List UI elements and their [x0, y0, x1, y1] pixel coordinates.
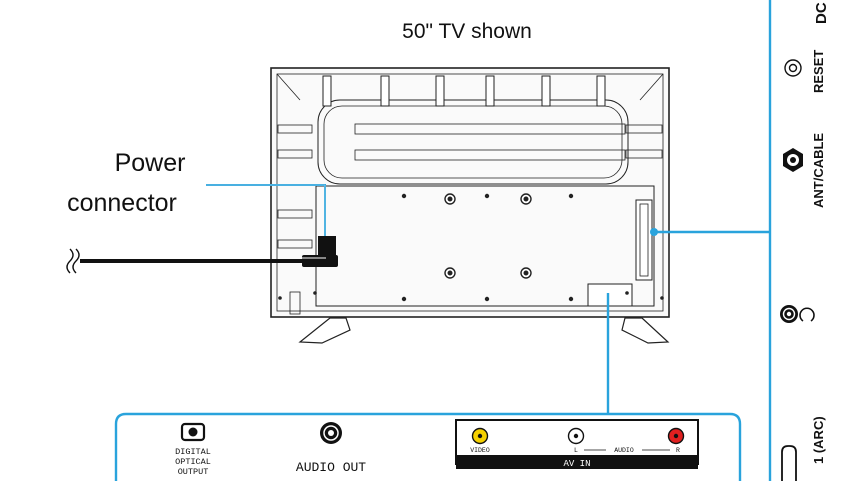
- audio-left-label: L: [574, 447, 578, 454]
- video-jack-label: VIDEO: [470, 447, 490, 454]
- audio-right-jack-icon: [667, 427, 685, 445]
- power-plug: [302, 236, 338, 267]
- callout-power-line2: connector: [67, 189, 177, 217]
- diagram-title: 50" TV shown: [402, 20, 532, 43]
- digital-optical-port-icon: [180, 422, 206, 442]
- digital-optical-label-3: OUTPUT: [178, 467, 209, 477]
- av-in-block: [455, 419, 699, 469]
- hdmi-port-icon: [781, 445, 797, 481]
- cord-break-icon: [66, 248, 80, 274]
- side-dc-label: DC: [813, 2, 830, 24]
- audio-label: AUDIO: [614, 447, 634, 454]
- vesa-mount-holes: [444, 193, 532, 279]
- callout-power-line1: Power: [115, 149, 186, 177]
- hdmi-arc-label: 1 (ARC): [811, 416, 826, 464]
- video-jack-icon: [471, 427, 489, 445]
- ant-cable-label: ANT/CABLE: [811, 133, 826, 208]
- digital-optical-label-1: DIGITAL: [175, 447, 211, 457]
- tv-stand-left: [298, 317, 351, 344]
- av-in-label: AV IN: [563, 459, 590, 469]
- reset-button-icon: [784, 59, 802, 77]
- audio-out-label: AUDIO OUT: [296, 460, 366, 475]
- bottom-port-panel: [114, 412, 742, 481]
- screw-holes: [278, 193, 664, 302]
- audio-right-label: R: [676, 447, 680, 454]
- digital-optical-label-2: OPTICAL: [175, 457, 211, 467]
- tv-stand-right: [621, 317, 670, 344]
- ant-cable-port-icon: [783, 148, 803, 172]
- reset-label: RESET: [811, 50, 826, 93]
- tv-back: [270, 67, 670, 318]
- audio-out-jack-icon: [320, 422, 342, 444]
- headphone-jack-icon: [780, 305, 815, 323]
- audio-left-jack-icon: [567, 427, 585, 445]
